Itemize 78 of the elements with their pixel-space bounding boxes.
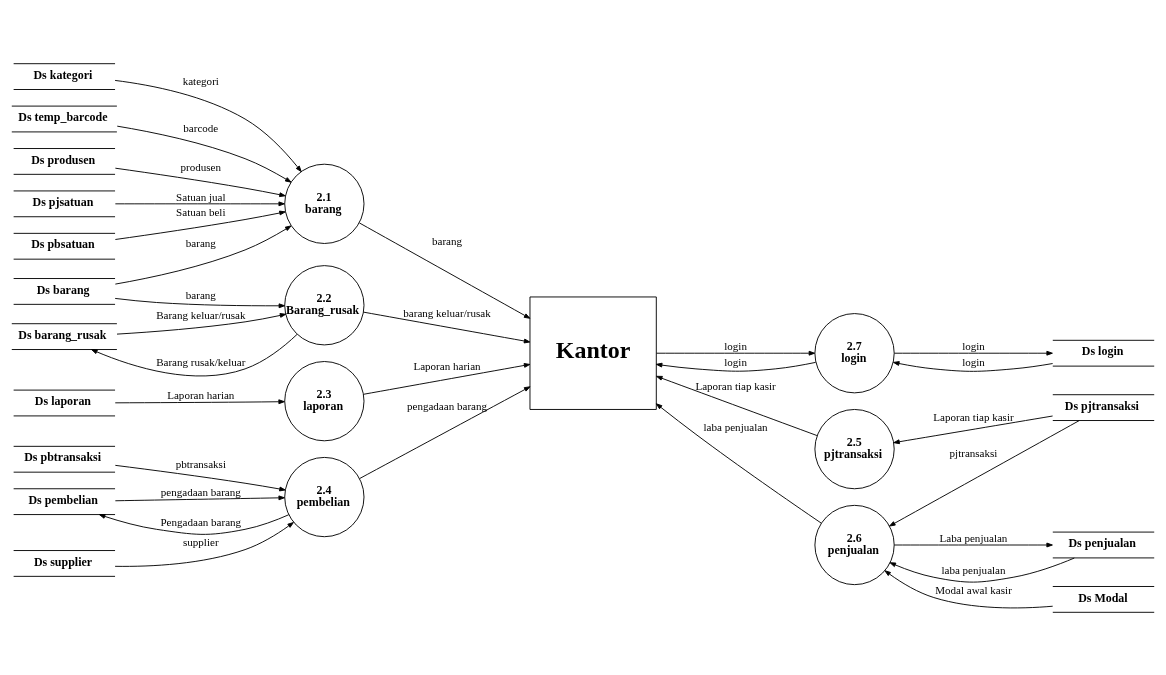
node-text: Ds kategori — [33, 67, 93, 82]
arrow — [656, 375, 818, 436]
arrow — [114, 167, 286, 197]
arrow — [363, 362, 531, 395]
arrow — [363, 311, 531, 343]
arrow — [114, 200, 285, 206]
node-text: Ds pjsatuan — [32, 194, 94, 209]
node-circle: 2.7 login — [814, 312, 895, 393]
arrow — [893, 350, 1053, 356]
edge-label: Laporan harian — [413, 359, 481, 372]
edge-label: produsen — [180, 160, 222, 173]
edge-label: Barang rusak/keluar — [156, 355, 246, 368]
edge-label: barcode — [183, 121, 219, 134]
edge-label: pjtransaksi — [949, 446, 998, 459]
node-text: Ds temp_barcode — [18, 109, 108, 124]
edge-label: barang keluar/rusak — [403, 306, 491, 319]
node-text: Ds pbtransaksi — [24, 449, 102, 464]
node-text: Ds Modal — [1078, 590, 1128, 605]
edge-label: laba penjualan — [703, 420, 768, 433]
edge-label: pengadaan barang — [406, 399, 488, 412]
edge-label: Barang keluar/rusak — [156, 308, 246, 321]
edge-label: pengadaan barang — [160, 485, 241, 498]
arrow — [116, 125, 292, 183]
arrow — [893, 542, 1053, 547]
node-circle: 2.2 Barang_rusak — [284, 264, 365, 345]
arrow — [656, 350, 816, 356]
arrow — [655, 402, 822, 524]
arrow — [889, 419, 1080, 526]
edge-label: kategori — [182, 74, 219, 87]
edge-label: login — [962, 339, 985, 352]
node-text: Ds supplier — [33, 554, 93, 569]
edge-label: Modal awal kasir — [935, 583, 1012, 596]
edge-label: login — [724, 339, 747, 352]
edge-label: Laporan tiap kasir — [695, 379, 776, 392]
edge-label: Laporan tiap kasir — [933, 410, 1014, 423]
arrow — [114, 464, 286, 491]
arrow — [91, 333, 298, 376]
edge-label: Pengadaan barang — [160, 515, 242, 528]
node-text: Ds barang — [36, 282, 90, 297]
edge-label: login — [724, 355, 747, 368]
edge-label: barang — [185, 236, 216, 249]
node-text: Ds pbsatuan — [31, 236, 95, 251]
arrow — [114, 398, 285, 404]
arrow — [116, 312, 287, 335]
edge-label: Satuan beli — [176, 205, 226, 218]
arrow — [114, 79, 302, 172]
edge-label: Laba penjualan — [939, 531, 1008, 544]
node-circle: 2.5 pjtransaksi — [814, 408, 895, 489]
edge-label: barang — [431, 234, 463, 247]
arrow — [114, 494, 285, 501]
arrow — [98, 513, 290, 535]
arrow — [114, 224, 292, 285]
edge-label: Laporan harian — [167, 388, 235, 401]
arrow — [114, 297, 286, 308]
edge-label: pbtransaksi — [175, 457, 226, 470]
edge-label: barang — [185, 288, 216, 301]
node-box: Kantor — [529, 296, 657, 410]
node-text: Ds pjtransaksi — [1064, 398, 1139, 413]
arrow — [884, 569, 1054, 608]
edge-label: laba penjualan — [941, 563, 1006, 576]
edge-label: supplier — [183, 535, 219, 548]
arrow — [893, 360, 1054, 372]
arrow — [893, 415, 1054, 444]
node-text: Ds barang_rusak — [18, 327, 107, 342]
arrow — [114, 521, 294, 567]
node-text: Ds penjualan — [1068, 535, 1136, 550]
node-circle: 2.3 laporan — [284, 360, 365, 441]
node-text: Ds pembelian — [28, 492, 98, 507]
node-text: Ds produsen — [31, 152, 96, 167]
arrow — [359, 385, 531, 479]
arrow — [655, 361, 817, 372]
arrow — [358, 221, 531, 319]
edge-label: login — [962, 355, 985, 368]
arrow — [889, 557, 1075, 583]
node-text: Ds laporan — [34, 393, 92, 408]
arrow — [114, 210, 286, 240]
node-text: Ds login — [1081, 343, 1124, 358]
edge-label: Satuan jual — [176, 190, 226, 203]
